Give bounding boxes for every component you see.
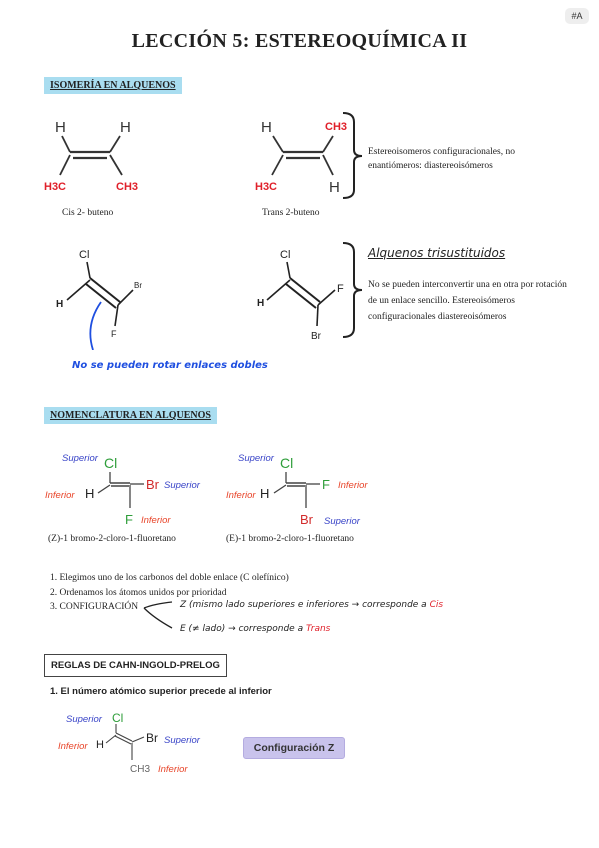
configuration-arrows (143, 601, 173, 629)
e-name: (E)-1 bromo-2-cloro-1-fluoretano (226, 534, 354, 544)
svg-text:Cl: Cl (104, 455, 117, 471)
svg-text:F: F (322, 477, 330, 492)
trisubstituted-alkene-right: Cl H F Br (257, 249, 344, 342)
trans-label: Trans 2-buteno (262, 208, 320, 218)
cis-label: Cis 2- buteno (62, 208, 114, 218)
svg-text:F: F (125, 512, 133, 527)
svg-text:H: H (261, 119, 272, 136)
cip-rule-1: 1. El número atómico superior precede al… (50, 686, 272, 697)
inferior-label: Inferior (141, 515, 171, 526)
step-item: 1. Elegimos uno de los carbonos del dobl… (50, 573, 289, 583)
trans-2-butene-structure: H CH3 H3C H (255, 119, 347, 196)
svg-text:CH3: CH3 (325, 121, 347, 133)
superior-label: Superior (238, 453, 274, 464)
inferior-label: Inferior (58, 741, 88, 752)
svg-text:Cl: Cl (280, 455, 293, 471)
step-item: 3. CONFIGURACIÓN (50, 602, 139, 613)
z-rule: Z (mismo lado superiores e inferiores → … (180, 600, 444, 610)
cip-heading: REGLAS DE CAHN-INGOLD-PRELOG (44, 654, 227, 677)
configuration-z-button[interactable]: Configuración Z (243, 737, 345, 759)
inferior-label: Inferior (226, 490, 256, 501)
svg-text:F: F (111, 329, 117, 339)
svg-text:Cl: Cl (280, 249, 290, 261)
svg-text:Br: Br (146, 731, 158, 745)
blue-note: No se pueden rotar enlaces dobles (72, 360, 268, 371)
svg-text:H: H (85, 486, 94, 501)
atom-h3c: H3C (44, 181, 66, 193)
cip-example-structure: Cl H Br CH3 (96, 711, 158, 775)
atom-h: H (55, 119, 66, 136)
svg-text:Cl: Cl (112, 711, 123, 725)
svg-text:H: H (257, 298, 264, 309)
e-structure: Cl H F Br (260, 455, 330, 527)
svg-text:H3C: H3C (255, 181, 277, 193)
svg-text:Cl: Cl (79, 249, 89, 261)
superior-label: Superior (164, 735, 200, 746)
page-title: LECCIÓN 5: ESTEREOQUÍMICA II (131, 30, 468, 52)
svg-text:H: H (96, 739, 104, 751)
steps-list: 1. Elegimos uno de los carbonos del dobl… (50, 571, 289, 615)
z-name: (Z)-1 bromo-2-cloro-1-fluoretano (48, 534, 176, 544)
cis-2-butene-structure: H H H3C CH3 (44, 119, 138, 193)
section-heading-nomenclatura: NOMENCLATURA EN ALQUENOS (44, 407, 217, 424)
svg-text:Br: Br (134, 281, 142, 290)
superior-label: Superior (324, 516, 360, 527)
bracket-2-title: Alquenos trisustituidos (368, 246, 506, 260)
superior-label: Superior (62, 453, 98, 464)
svg-text:H: H (329, 179, 340, 196)
bracket-2-text: No se pueden interconvertir una en otra … (368, 280, 567, 323)
svg-text:CH3: CH3 (130, 764, 150, 775)
bracket-2 (342, 242, 363, 338)
svg-text:Br: Br (300, 512, 314, 527)
z-structure: Cl H Br F (85, 455, 160, 527)
superior-label: Superior (66, 714, 102, 725)
inferior-label: Inferior (45, 490, 75, 501)
svg-text:H: H (56, 299, 63, 310)
inferior-label: Inferior (338, 480, 368, 491)
e-rule: E (≠ lado) → corresponde a Trans (180, 624, 331, 634)
atom-h: H (120, 119, 131, 136)
bracket-1 (342, 112, 363, 199)
atom-ch3: CH3 (116, 181, 138, 193)
bracket-1-text: Estereoisomeros configuracionales, no en… (368, 147, 515, 171)
trisubstituted-alkene-left: Cl H Br F (56, 249, 142, 350)
svg-text:H: H (260, 486, 269, 501)
superior-label: Superior (164, 480, 200, 491)
svg-text:Br: Br (311, 331, 322, 342)
step-item: 2. Ordenamos los átomos unidos por prior… (50, 587, 227, 598)
inferior-label: Inferior (158, 764, 188, 775)
svg-text:F: F (337, 283, 344, 295)
page-tag: #A (565, 8, 589, 24)
svg-text:Br: Br (146, 477, 160, 492)
section-heading-isomeria: ISOMERÍA EN ALQUENOS (44, 77, 182, 94)
